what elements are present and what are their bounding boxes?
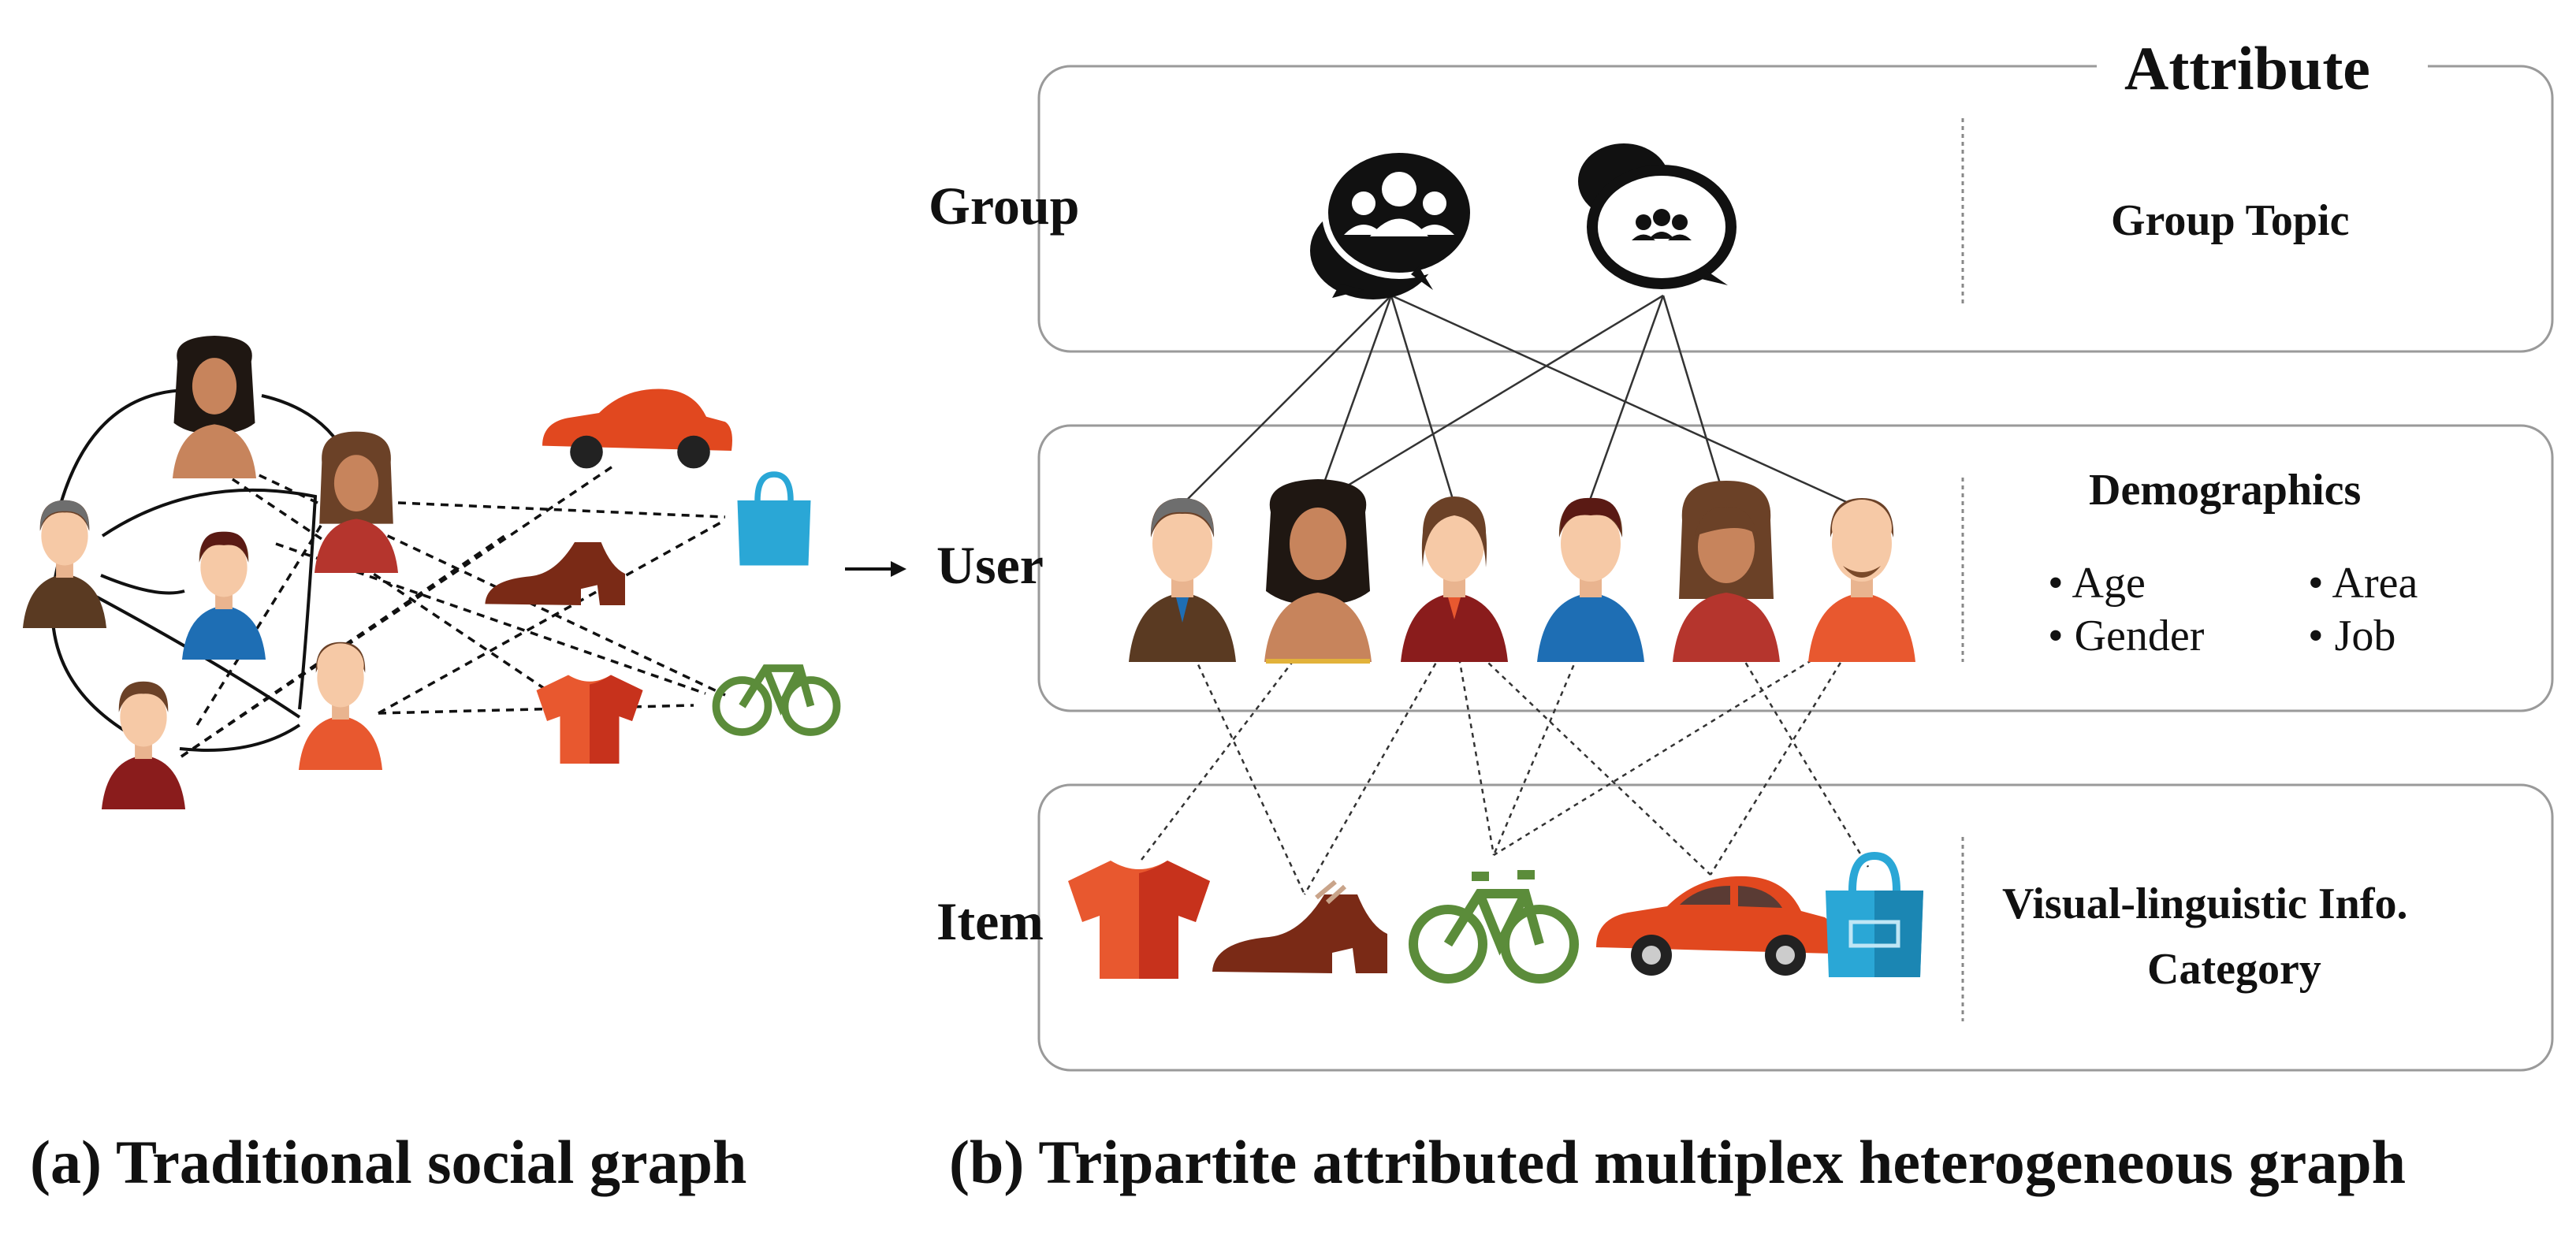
user-avatar-2 bbox=[1264, 479, 1372, 664]
demographic-item-area: • Area bbox=[2308, 559, 2418, 608]
user-layer-box bbox=[1037, 424, 2554, 712]
user-avatar-6 bbox=[1808, 498, 1915, 662]
social-user-5 bbox=[298, 641, 383, 770]
group-layer-label: Group bbox=[929, 176, 1080, 236]
user-attribute-label: Demographics bbox=[2089, 466, 2362, 515]
attribute-title: Attribute bbox=[2124, 34, 2370, 102]
group-discussion-icon bbox=[1578, 143, 1737, 289]
social-user-6 bbox=[101, 681, 186, 809]
user-avatar-3 bbox=[1401, 496, 1508, 662]
item-attribute-label-2: Category bbox=[2147, 945, 2321, 994]
group-user-edges bbox=[1178, 294, 1861, 510]
transition-arrow bbox=[845, 561, 906, 577]
social-user-4 bbox=[181, 531, 266, 660]
item-layer-box bbox=[1037, 783, 2554, 1072]
social-bicycle-icon bbox=[712, 664, 841, 736]
item-attribute-label-1: Visual-linguistic Info. bbox=[2002, 879, 2408, 928]
user-item-edges bbox=[1138, 629, 1870, 895]
user-layer-label: User bbox=[936, 535, 1044, 595]
social-car-icon bbox=[542, 389, 732, 469]
demographic-item-gender: • Gender bbox=[2048, 612, 2205, 660]
demographic-gender-text: Gender bbox=[2074, 612, 2205, 660]
caption-b: (b) Tripartite attributed multiplex hete… bbox=[949, 1128, 2407, 1196]
caption-a: (a) Traditional social graph bbox=[30, 1128, 747, 1196]
demographic-area-text: Area bbox=[2332, 559, 2418, 608]
social-tshirt-icon bbox=[536, 675, 643, 764]
handbag-icon bbox=[1826, 851, 1923, 977]
group-layer-box bbox=[1037, 65, 2554, 353]
demographic-job-text: Job bbox=[2334, 612, 2396, 660]
demographic-item-job: • Job bbox=[2308, 612, 2396, 660]
user-avatar-4 bbox=[1537, 497, 1644, 662]
demographic-age-text: Age bbox=[2072, 559, 2146, 608]
social-user-1 bbox=[22, 500, 107, 628]
demographic-item-age: • Age bbox=[2048, 559, 2146, 608]
social-shoe-icon bbox=[485, 542, 625, 605]
user-avatar-1 bbox=[1129, 498, 1236, 662]
shoe-icon bbox=[1212, 879, 1387, 973]
social-user-item-edges bbox=[181, 456, 726, 758]
tshirt-icon bbox=[1068, 861, 1210, 979]
car-icon bbox=[1596, 876, 1834, 976]
social-user-3 bbox=[314, 431, 399, 573]
group-attribute-label: Group Topic bbox=[2111, 196, 2350, 245]
bicycle-icon bbox=[1409, 870, 1579, 984]
item-layer-label: Item bbox=[936, 891, 1044, 951]
group-chat-icon bbox=[1310, 147, 1476, 299]
social-handbag-icon bbox=[737, 471, 811, 566]
user-avatar-5 bbox=[1673, 481, 1780, 662]
social-user-2 bbox=[172, 336, 257, 478]
